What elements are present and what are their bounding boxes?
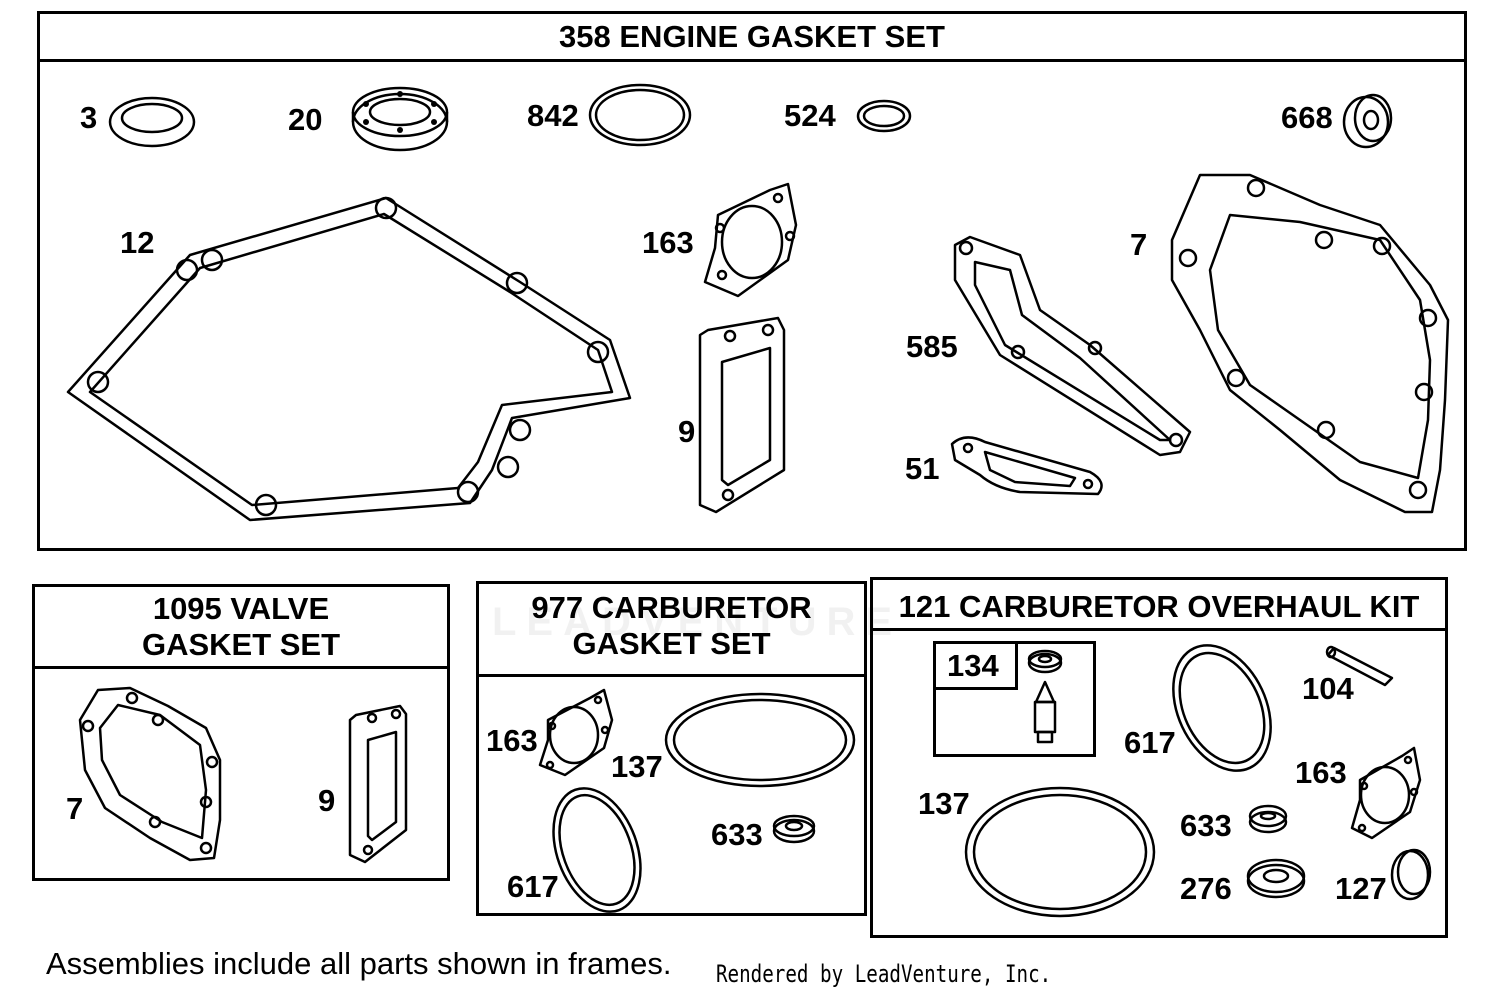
label-524: 524 [784, 98, 836, 133]
plug-127 [1390, 848, 1432, 901]
carburetor-gasket-set-title: 977 CARBURETOR GASKET SET [479, 584, 864, 677]
o-ring-617-carb [552, 787, 642, 913]
head-gasket-7-valve [78, 686, 222, 862]
label-163-carb: 163 [486, 723, 538, 758]
valve-title-line2: GASKET SET [141, 627, 341, 662]
label-9-valve: 9 [318, 783, 336, 818]
label-633-kit: 633 [1180, 808, 1232, 843]
crankcase-gasket-12 [66, 196, 632, 522]
washer-633-kit [1248, 804, 1288, 834]
label-163-kit: 163 [1295, 755, 1347, 790]
label-276: 276 [1180, 871, 1232, 906]
head-gasket-7-engine [1170, 173, 1450, 514]
label-585: 585 [906, 329, 958, 364]
watermark-text: LEADVENTURE [492, 600, 903, 644]
label-668: 668 [1281, 100, 1333, 135]
label-842: 842 [527, 98, 579, 133]
washer-276 [1246, 858, 1306, 899]
label-20: 20 [288, 102, 323, 137]
label-7-engine: 7 [1130, 227, 1148, 262]
valve-title-line1: 1095 VALVE [152, 591, 330, 626]
valve-gasket-set-title: 1095 VALVE GASKET SET [35, 587, 447, 669]
carburetor-gasket-set-frame: 977 CARBURETOR GASKET SET [476, 581, 867, 916]
valve-gasket-set-frame: 1095 VALVE GASKET SET [32, 584, 450, 881]
label-137-kit: 137 [918, 786, 970, 821]
label-51: 51 [905, 451, 940, 486]
gasket-9-engine [698, 316, 786, 514]
label-617-kit: 617 [1124, 725, 1176, 760]
label-9-engine: 9 [678, 414, 696, 449]
label-163-engine: 163 [642, 225, 694, 260]
assemblies-note: Assemblies include all parts shown in fr… [46, 946, 672, 981]
washer-633-carb [772, 814, 816, 844]
needle-valve-label-box [933, 641, 1018, 690]
label-104: 104 [1302, 671, 1354, 706]
gasket-9-valve [348, 704, 408, 864]
engine-gasket-set-title: 358 ENGINE GASKET SET [40, 14, 1464, 62]
label-633-carb: 633 [711, 817, 763, 852]
needle-valve-134 [1027, 649, 1063, 744]
gasket-163-carb [538, 688, 614, 777]
overhaul-kit-title: 121 CARBURETOR OVERHAUL KIT [873, 580, 1445, 631]
o-ring-617-kit [1172, 644, 1272, 772]
label-134: 134 [947, 648, 999, 683]
pin-104 [1325, 645, 1394, 687]
gasket-163-kit [1350, 746, 1422, 840]
gasket-585 [953, 235, 1192, 457]
carb-title-line2: GASKET SET [572, 626, 771, 661]
engine-gasket-set-frame: 358 ENGINE GASKET SET [37, 11, 1467, 551]
carburetor-overhaul-kit-frame: 121 CARBURETOR OVERHAUL KIT [870, 577, 1448, 938]
oil-seal-20 [351, 86, 449, 152]
washer-668 [1342, 93, 1393, 149]
label-617-carb: 617 [507, 869, 559, 904]
o-ring-842 [588, 83, 692, 147]
gasket-51 [950, 436, 1103, 496]
gasket-163-engine [703, 182, 798, 298]
o-ring-137-carb [664, 692, 856, 788]
gasket-524 [856, 99, 912, 133]
label-7-valve: 7 [66, 791, 84, 826]
label-137-carb: 137 [611, 749, 663, 784]
label-3: 3 [80, 100, 98, 135]
label-127: 127 [1335, 871, 1387, 906]
seal-ring-3 [108, 96, 196, 148]
carb-title-line1: 977 CARBURETOR [531, 590, 812, 625]
o-ring-137-kit [964, 786, 1156, 918]
render-credit: Rendered by LeadVenture, Inc. [716, 960, 1052, 988]
label-12: 12 [120, 225, 155, 260]
